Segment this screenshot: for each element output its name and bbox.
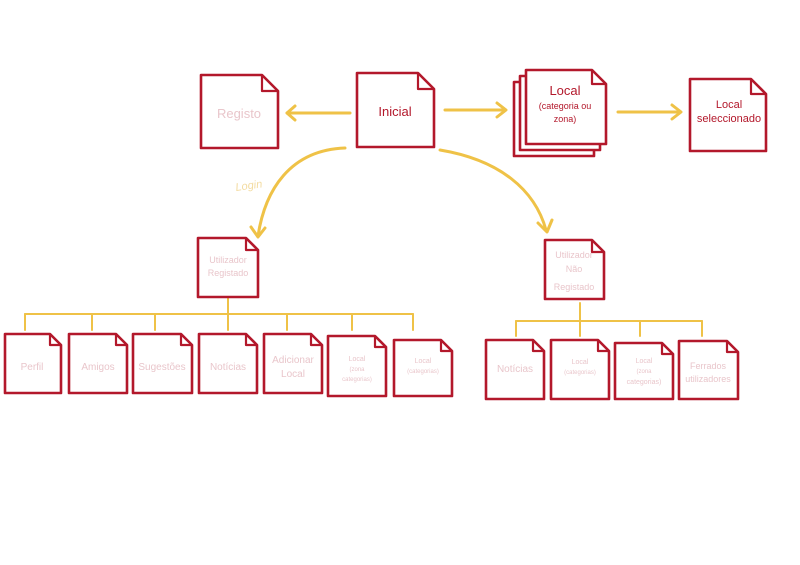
- edge-label-login: Login: [235, 178, 263, 194]
- node-label: Notícias: [210, 362, 246, 373]
- node-utilizador-nao-registado: Utilizador Não Registado: [543, 238, 606, 301]
- node-label-line2: (categorias): [564, 370, 596, 376]
- node-local-zona-categorias-2: Local (zona categorias): [613, 341, 675, 401]
- node-label-line1: Local: [572, 359, 589, 366]
- node-amigos: Amigos: [67, 332, 129, 395]
- node-noticias-nao-registado: Notícias: [484, 338, 546, 401]
- node-label: Notícias: [497, 364, 533, 375]
- node-label-line2: (categorias): [407, 369, 439, 375]
- node-local-stack: Local (categoria ou zona): [512, 68, 608, 158]
- node-ferrados-utilizadores: Ferrados utilizadores: [677, 339, 740, 401]
- node-label-line2: Não: [566, 264, 583, 274]
- node-sugestoes: Sugestões: [131, 332, 194, 395]
- node-label-line2: (categoria ou: [539, 101, 592, 111]
- connectors: [24, 101, 703, 337]
- node-label: Inicial: [378, 104, 411, 119]
- node-local-zona-categorias: Local (zona categorias): [326, 334, 388, 398]
- node-local-categorias: Local (categorias): [392, 338, 454, 398]
- node-label-line1: Adicionar: [272, 355, 314, 366]
- node-label-line1: Local: [349, 356, 366, 363]
- node-label-line2: Local: [281, 369, 305, 380]
- node-label-line1: Local: [549, 83, 580, 98]
- node-label-line1: Utilizador: [555, 250, 593, 260]
- node-perfil: Perfil: [3, 332, 63, 395]
- arrowhead-registo: [285, 104, 297, 122]
- node-registo: Registo: [199, 73, 280, 150]
- node-label-line1: Local: [716, 99, 742, 111]
- arrow-login: [256, 146, 347, 238]
- node-label-line2: utilizadores: [685, 374, 731, 384]
- arrowhead-nao-registado: [536, 218, 554, 234]
- node-local-seleccionado: Local seleccionado: [688, 77, 768, 153]
- node-label-line1: Ferrados: [690, 361, 727, 371]
- arrowhead-local: [495, 101, 508, 119]
- node-label-line3: categorias): [342, 377, 372, 383]
- node-local-categorias-2: Local (categorias): [549, 338, 611, 401]
- node-label-line3: categorias): [627, 379, 662, 386]
- node-label-line2: Registado: [208, 268, 249, 278]
- node-utilizador-registado: Utilizador Registado: [196, 236, 260, 299]
- node-label-line2: seleccionado: [697, 113, 761, 125]
- arrowhead-seleccionado: [670, 103, 683, 121]
- node-label-line2: (zona: [349, 367, 365, 373]
- node-label-line1: Local: [636, 358, 653, 365]
- node-noticias-registado: Notícias: [197, 332, 259, 395]
- arrow-nao-registado: [438, 148, 548, 232]
- node-inicial: Inicial: [355, 71, 436, 149]
- node-label: Amigos: [81, 362, 114, 373]
- arrowhead-login: [249, 225, 267, 239]
- node-label: Registo: [217, 106, 261, 121]
- node-label-line3: Registado: [554, 282, 595, 292]
- node-label-line1: Utilizador: [209, 255, 247, 265]
- node-label-line2: (zona: [636, 369, 652, 375]
- node-label-line3: zona): [554, 114, 577, 124]
- node-label-line1: Local: [415, 358, 432, 365]
- node-label: Perfil: [21, 362, 44, 373]
- node-adicionar-local: Adicionar Local: [262, 332, 324, 395]
- node-label: Sugestões: [138, 362, 185, 373]
